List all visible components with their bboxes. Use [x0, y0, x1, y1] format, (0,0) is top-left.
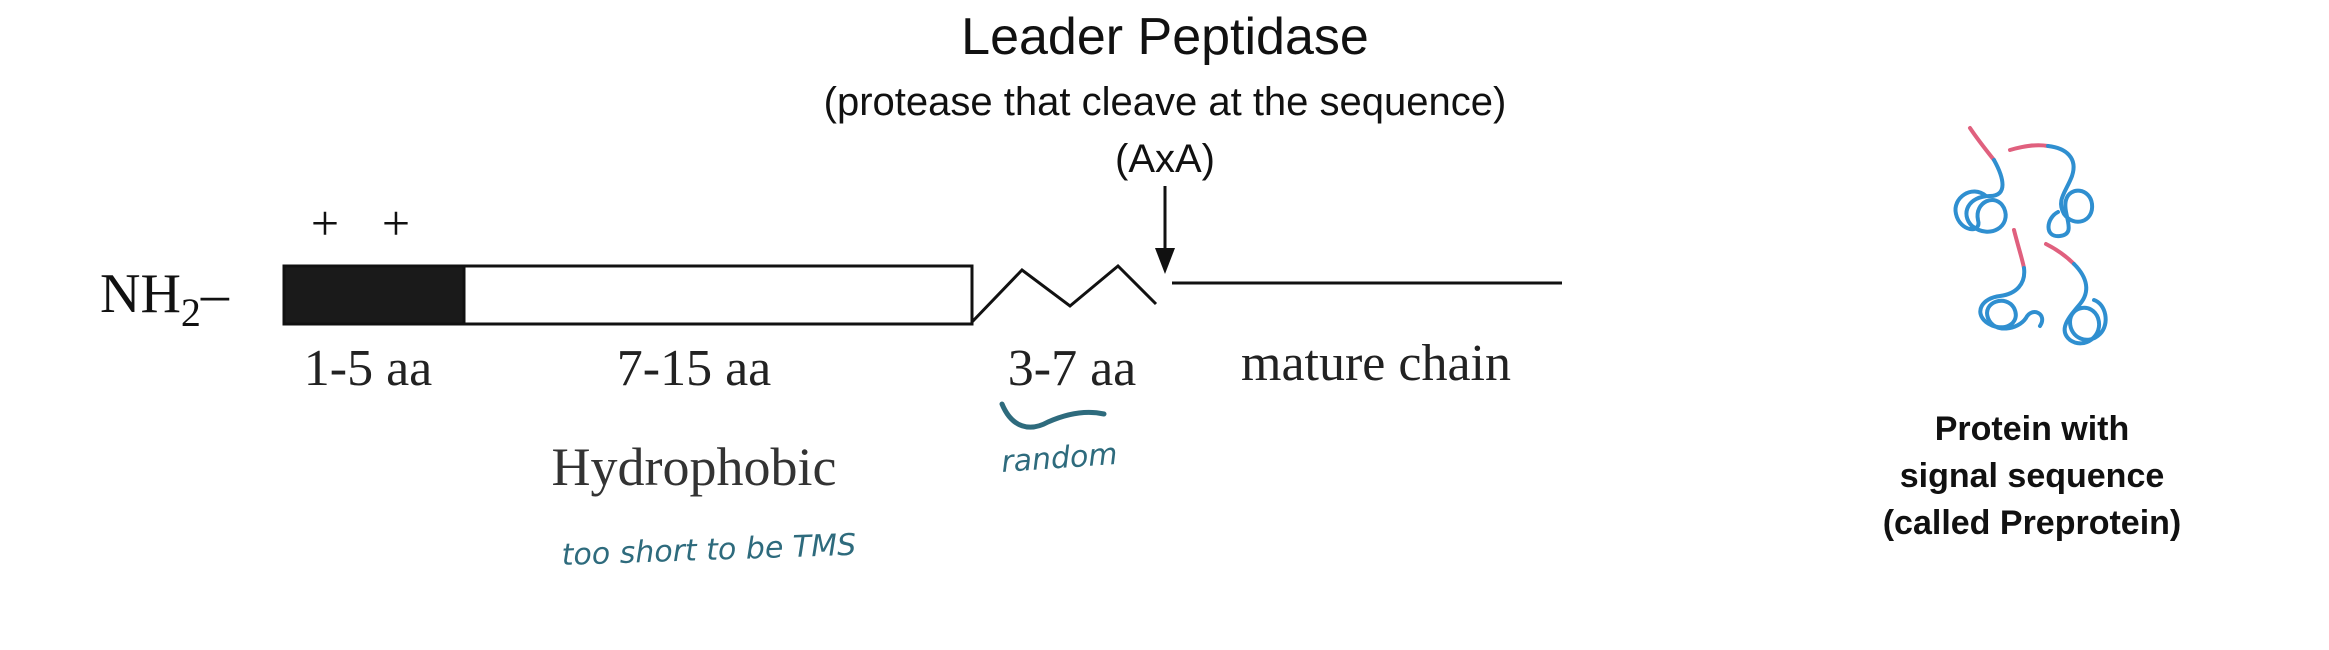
- preprotein-caption-line-3: (called Preprotein): [1883, 504, 2182, 542]
- preprotein-caption-line-2: signal sequence: [1900, 457, 2165, 495]
- signal-sequence-outline: [282, 264, 974, 326]
- handwritten-underline: [999, 401, 1107, 430]
- n-region-segment: [284, 266, 464, 324]
- c-region-zigzag: [970, 263, 1158, 324]
- h-region-length-label: 7-15 aa: [617, 340, 771, 397]
- n-terminus-bond: –: [200, 263, 230, 325]
- positive-charge-1: +: [311, 195, 339, 251]
- n-region-length-label: 1-5 aa: [304, 340, 432, 397]
- handwritten-random-note: random: [1000, 437, 1119, 480]
- handwritten-too-short-note: too short to be TMS: [561, 528, 857, 573]
- preprotein-molecule-1: [1953, 126, 2008, 234]
- preprotein-molecule-4: [2044, 242, 2108, 346]
- n-terminus-text: NH: [100, 263, 181, 325]
- preprotein-molecule-2: [2008, 143, 2095, 239]
- n-terminus-label: NH2–: [100, 263, 230, 335]
- n-terminus-subscript: 2: [181, 290, 201, 335]
- c-region-length-label: 3-7 aa: [1008, 340, 1136, 397]
- hydrophobic-label: Hydrophobic: [552, 437, 837, 497]
- preprotein-caption-line-1: Protein with: [1935, 410, 2130, 448]
- preprotein-molecule-3: [1978, 228, 2045, 331]
- preprotein-illustration: [1953, 126, 2108, 346]
- cleavage-motif-label: (AxA): [1115, 137, 1215, 181]
- cleavage-arrow: [1155, 186, 1175, 274]
- positive-charge-2: +: [382, 195, 410, 251]
- diagram-subtitle: (protease that cleave at the sequence): [824, 80, 1507, 124]
- mature-chain-label: mature chain: [1241, 335, 1511, 392]
- diagram-title: Leader Peptidase: [961, 8, 1369, 66]
- h-region-segment: [462, 264, 974, 326]
